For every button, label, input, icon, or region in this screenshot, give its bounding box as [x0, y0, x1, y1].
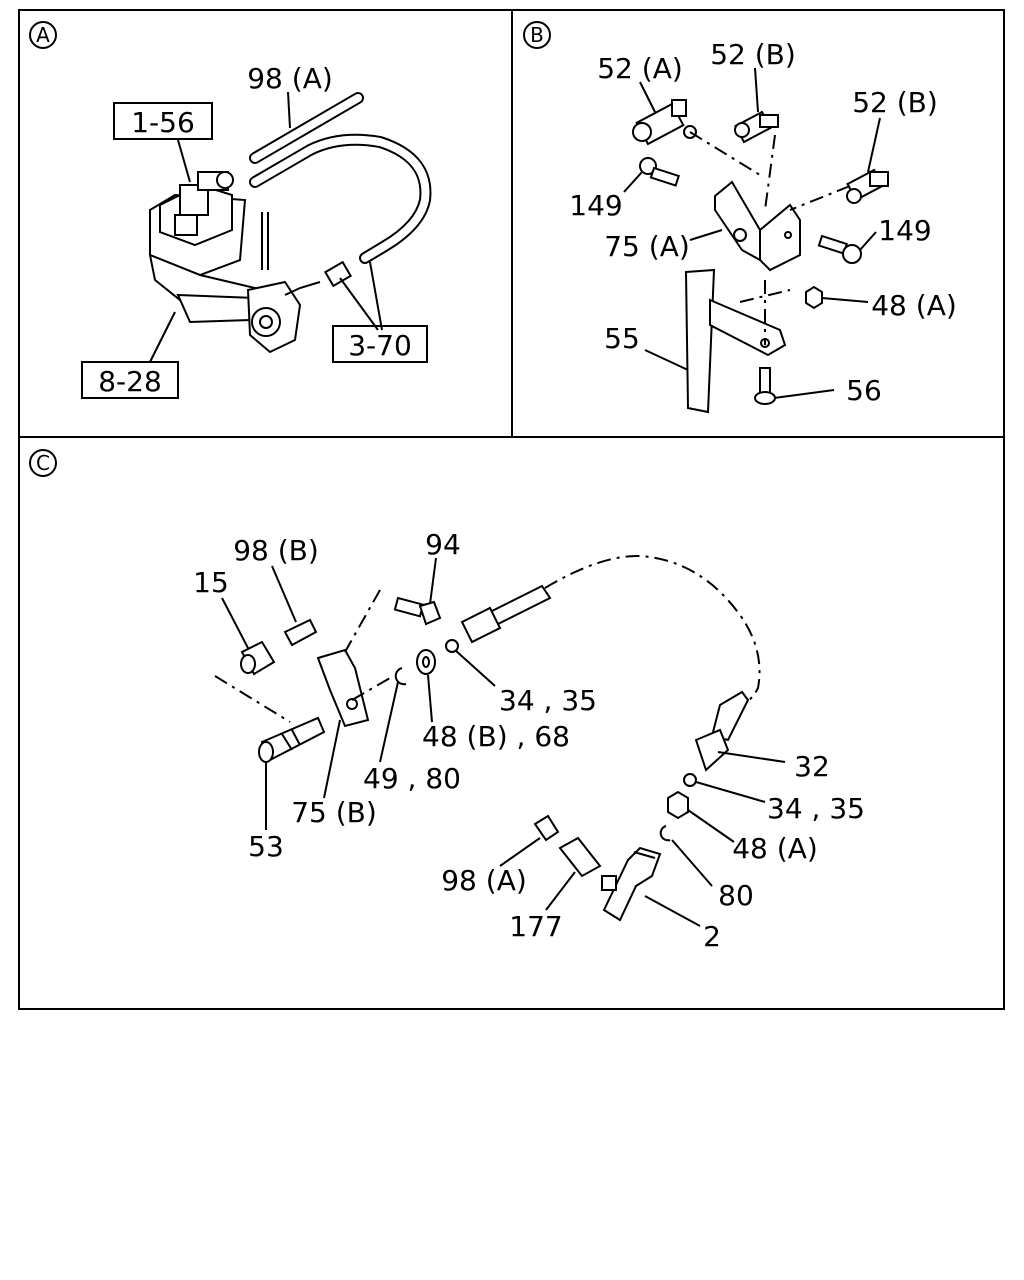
label-52a: 52 (A) — [597, 52, 683, 85]
label-53: 53 — [248, 830, 284, 863]
washer-48b-part — [416, 649, 436, 675]
label-149-right: 149 — [878, 214, 931, 247]
panel-a-badge-text: A — [36, 23, 50, 47]
valve-assembly-part — [148, 171, 321, 354]
label-75a: 75 (A) — [604, 230, 690, 263]
shaft-53-part — [258, 716, 326, 763]
label-48a-c: 48 (A) — [732, 832, 818, 865]
panel-c-guide-lines — [214, 589, 391, 723]
bolt-149-right-part — [817, 234, 862, 264]
label-34-35-lower: 34 , 35 — [767, 792, 865, 825]
label-55: 55 — [604, 322, 640, 355]
label-52b-right: 52 (B) — [852, 86, 938, 119]
label-75b: 75 (B) — [291, 796, 377, 829]
control-cable-part — [460, 554, 761, 772]
panel-b-badge: B — [523, 21, 551, 49]
sleeve-177-part — [558, 836, 602, 878]
bolt-149-left-part — [639, 157, 680, 187]
label-94: 94 — [425, 528, 461, 561]
lever-55-part — [684, 268, 787, 414]
panel-c-badge: C — [29, 449, 57, 477]
label-177: 177 — [509, 910, 562, 943]
pin-98a-part — [533, 814, 560, 842]
bracket-75a-part — [714, 180, 801, 272]
bolt-94-part — [393, 596, 442, 626]
label-15: 15 — [193, 566, 229, 599]
screw-56-part — [754, 367, 776, 405]
label-56: 56 — [846, 374, 882, 407]
label-32: 32 — [794, 750, 830, 783]
panel-c-leaders — [221, 557, 786, 927]
panel-a-leaders — [149, 91, 383, 363]
ref-box-1-56[interactable]: 1-56 — [113, 102, 213, 140]
panel-c-badge-text: C — [36, 451, 50, 475]
bracket-75b-part — [316, 648, 370, 728]
clip-80-part — [659, 825, 671, 842]
ref-box-8-28-text: 8-28 — [98, 365, 162, 398]
panel-b: B — [523, 21, 957, 414]
pin-98b-part — [283, 618, 318, 647]
tee-52a-part — [632, 99, 697, 146]
sleeve-15-part — [240, 640, 276, 676]
panel-b-guide-lines — [689, 131, 851, 345]
washer-48a-part — [667, 790, 689, 820]
panel-c: C — [29, 449, 865, 953]
tee-52b-part-2 — [846, 168, 889, 204]
pipe-98a-part — [249, 92, 364, 164]
ref-box-3-70-text: 3-70 — [348, 329, 412, 362]
ref-box-1-56-text: 1-56 — [131, 106, 195, 139]
label-49-80: 49 , 80 — [363, 762, 461, 795]
ref-box-3-70[interactable]: 3-70 — [332, 325, 428, 363]
clip-49-80-part — [394, 667, 407, 686]
nut-34-35-lower-part — [683, 773, 697, 787]
diagram-frame — [18, 9, 1005, 1010]
label-48a: 48 (A) — [871, 289, 957, 322]
label-98a: 98 (A) — [247, 62, 333, 95]
panel-b-badge-text: B — [530, 23, 544, 47]
panel-b-leaders — [623, 67, 881, 399]
ref-box-8-28[interactable]: 8-28 — [81, 361, 179, 399]
label-34-35-upper: 34 , 35 — [499, 684, 597, 717]
nut-48a-part — [805, 285, 823, 310]
label-98b: 98 (B) — [233, 534, 319, 567]
nut-34-35-part — [445, 639, 459, 653]
label-149-left: 149 — [569, 189, 622, 222]
tee-52b-part-1 — [734, 110, 779, 144]
label-2: 2 — [703, 920, 721, 953]
lever-2-part — [601, 846, 662, 922]
label-52b-top: 52 (B) — [710, 38, 796, 71]
label-98a-c: 98 (A) — [441, 864, 527, 897]
label-48b-68: 48 (B) , 68 — [422, 720, 570, 753]
bent-hose-part — [249, 133, 432, 264]
small-fitting-part — [323, 260, 353, 288]
label-80: 80 — [718, 879, 754, 912]
panel-a-badge: A — [29, 21, 57, 49]
panel-a: A — [29, 21, 432, 399]
